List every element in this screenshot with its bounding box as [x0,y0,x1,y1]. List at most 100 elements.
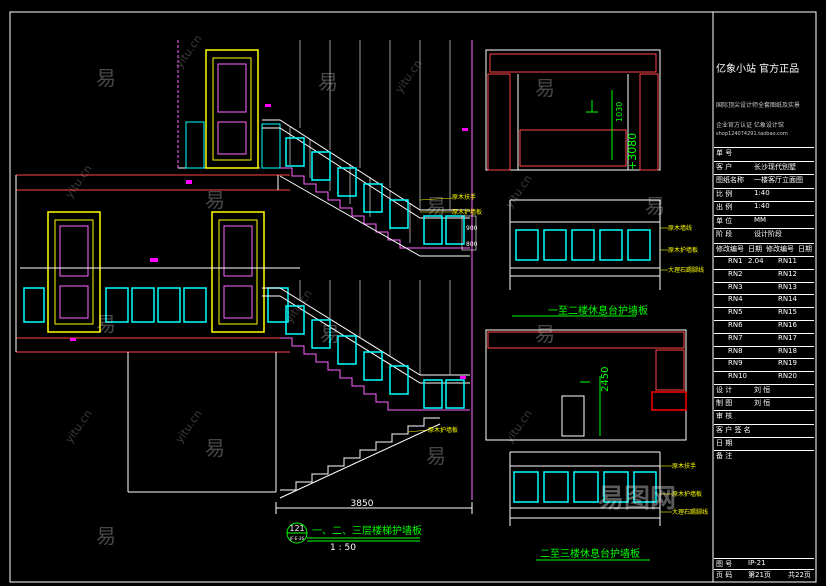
tb-row: 阶 段 设计阶段 [714,228,814,241]
tb-cell: 2.04 [748,257,764,265]
tb-cell: RN9 [728,359,743,368]
tb-cell: 制 图 [716,399,733,408]
tb-cell: 设计阶段 [754,230,782,238]
tb-cell: 比 例 [716,189,733,198]
sec1-elev-small: 1030 [615,102,624,122]
main-label-lower-wainscot: 原木护墙板 [428,426,458,434]
section-1-elevation [485,49,668,317]
tb-cell: 1:40 [754,202,770,210]
sec1-label-wainscot: 原木墙线 [668,224,692,232]
sec2-label-handrail: 原木扶手 [672,462,696,470]
tb-cell: 图纸名称 [716,176,744,184]
sec2-title: 二至三楼休息台护墙板 [540,547,640,560]
tb-cell: RN4 [728,295,743,304]
tb-desc: 国际顶尖设计师全套图纸及实景 [716,102,801,109]
tb-row: RN1 2.04 RN11 [714,256,814,269]
main-ref-num: 121 [289,524,304,533]
tb-row: RN8 RN18 [714,345,814,359]
watermark-yi: 易 [205,436,225,460]
sec1-label-skirting: 大理石踢脚线 [668,266,704,274]
tb-row: 单 号 [714,147,814,160]
watermark-logo: 易图网 [598,484,677,514]
tb-brand: 亿象小站 官方正品 [716,64,800,75]
tb-row: RN2 RN12 [714,268,814,282]
tb-row: 制 图刘 恒 [714,397,814,410]
tb-cell: RN6 [728,321,743,329]
tb-cell: MM [754,215,767,224]
tb-row: 日 期 [714,436,814,450]
watermark-yi: 易 [320,322,340,346]
tb-cell: 客 户 签 名 [716,425,751,434]
tb-row: 审 核 [714,410,814,423]
watermark-yi: 易 [205,188,225,212]
sec2-label-skirting: 大理石踢脚线 [672,508,708,516]
tb-row: RN6 RN16 [714,320,814,333]
tb-cell: 单 号 [716,149,733,157]
main-title-symbol [286,522,420,544]
tb-cell: IP-21 [748,559,766,567]
tb-cell: RN8 [728,346,743,355]
tb-cell: 图 号 [716,560,733,568]
watermark-yi: 易 [535,322,555,346]
tb-cell: 备 注 [716,452,733,460]
tb-row: 客 户长沙现代别墅 [714,160,814,174]
sec1-label-panel: 原木护墙板 [668,246,698,254]
tb-cell: RN13 [778,282,798,291]
tb-cell: RN1 [728,257,743,265]
tb-cell: 页 码 [716,571,733,579]
tb-row: 图纸名称一楼客厅立面图 [714,174,814,187]
tb-row: RN3 RN13 [714,281,814,295]
tb-row: 页 码 第21页 共22页 [714,569,814,582]
tb-cell: 设 计 [716,386,733,394]
sec2-label-panel: 原木护墙板 [672,490,702,498]
main-title: 一、二、三层楼梯护墙板 [312,524,422,537]
tb-cell: RN12 [778,269,798,278]
tb-rev-header: 修改编号 日期 修改编号 日期 [714,243,814,256]
tb-cell: 阶 段 [716,230,733,238]
tb-cell: 日 期 [716,438,733,447]
tb-cell: RN16 [778,321,798,329]
watermark-yi: 易 [96,524,116,548]
watermark-yi: 易 [645,194,665,218]
watermark-yi: 易 [426,194,446,218]
tb-shop-line2: shop124074291.taobao.com [716,131,788,137]
tb-cell: 共22页 [788,571,811,579]
main-label-handrail: 原木扶手 [452,193,476,201]
tb-row: RN10 RN20 [714,371,814,384]
tb-cell: RN11 [778,257,798,265]
watermark-yi: 易 [535,76,555,100]
tb-cell: 第21页 [748,571,771,579]
tb-cell: 客 户 [716,162,733,171]
tb-cell: 1:40 [754,188,770,197]
dim-900: 900 [466,225,478,232]
sec1-title: 一至二楼休息台护墙板 [548,304,648,317]
tb-cell: RN5 [728,308,743,317]
main-scale: 1 : 50 [330,543,356,553]
tb-row: 图 号 IP-21 [714,558,814,571]
dim-3850: 3850 [351,499,374,509]
watermark-yi: 易 [96,66,116,90]
sec2-elev: 2450 [600,367,611,392]
watermark-yi: 易 [318,70,338,94]
tb-cell: RN18 [778,346,798,355]
tb-row: 单 位 MM [714,214,814,228]
tb-cell: RN20 [778,372,798,381]
tb-cell: RN2 [728,269,743,278]
tb-row: 备 注 [714,450,814,463]
tb-cell: RN10 [728,372,748,381]
tb-row: 设 计刘 恒 [714,384,814,397]
tb-cell: 单 位 [716,216,733,225]
dim-800: 800 [466,241,478,248]
watermark-yi: 易 [426,444,446,468]
tb-cell: 审 核 [716,412,733,421]
tb-shop-line1: 企业官方认证 亿象设计馆 [716,122,784,129]
sec1-elev-upper: +3080 [626,133,639,170]
tb-cell: 刘 恒 [754,386,771,394]
tb-cell: RN17 [778,333,798,342]
tb-cell: RN3 [728,282,743,291]
